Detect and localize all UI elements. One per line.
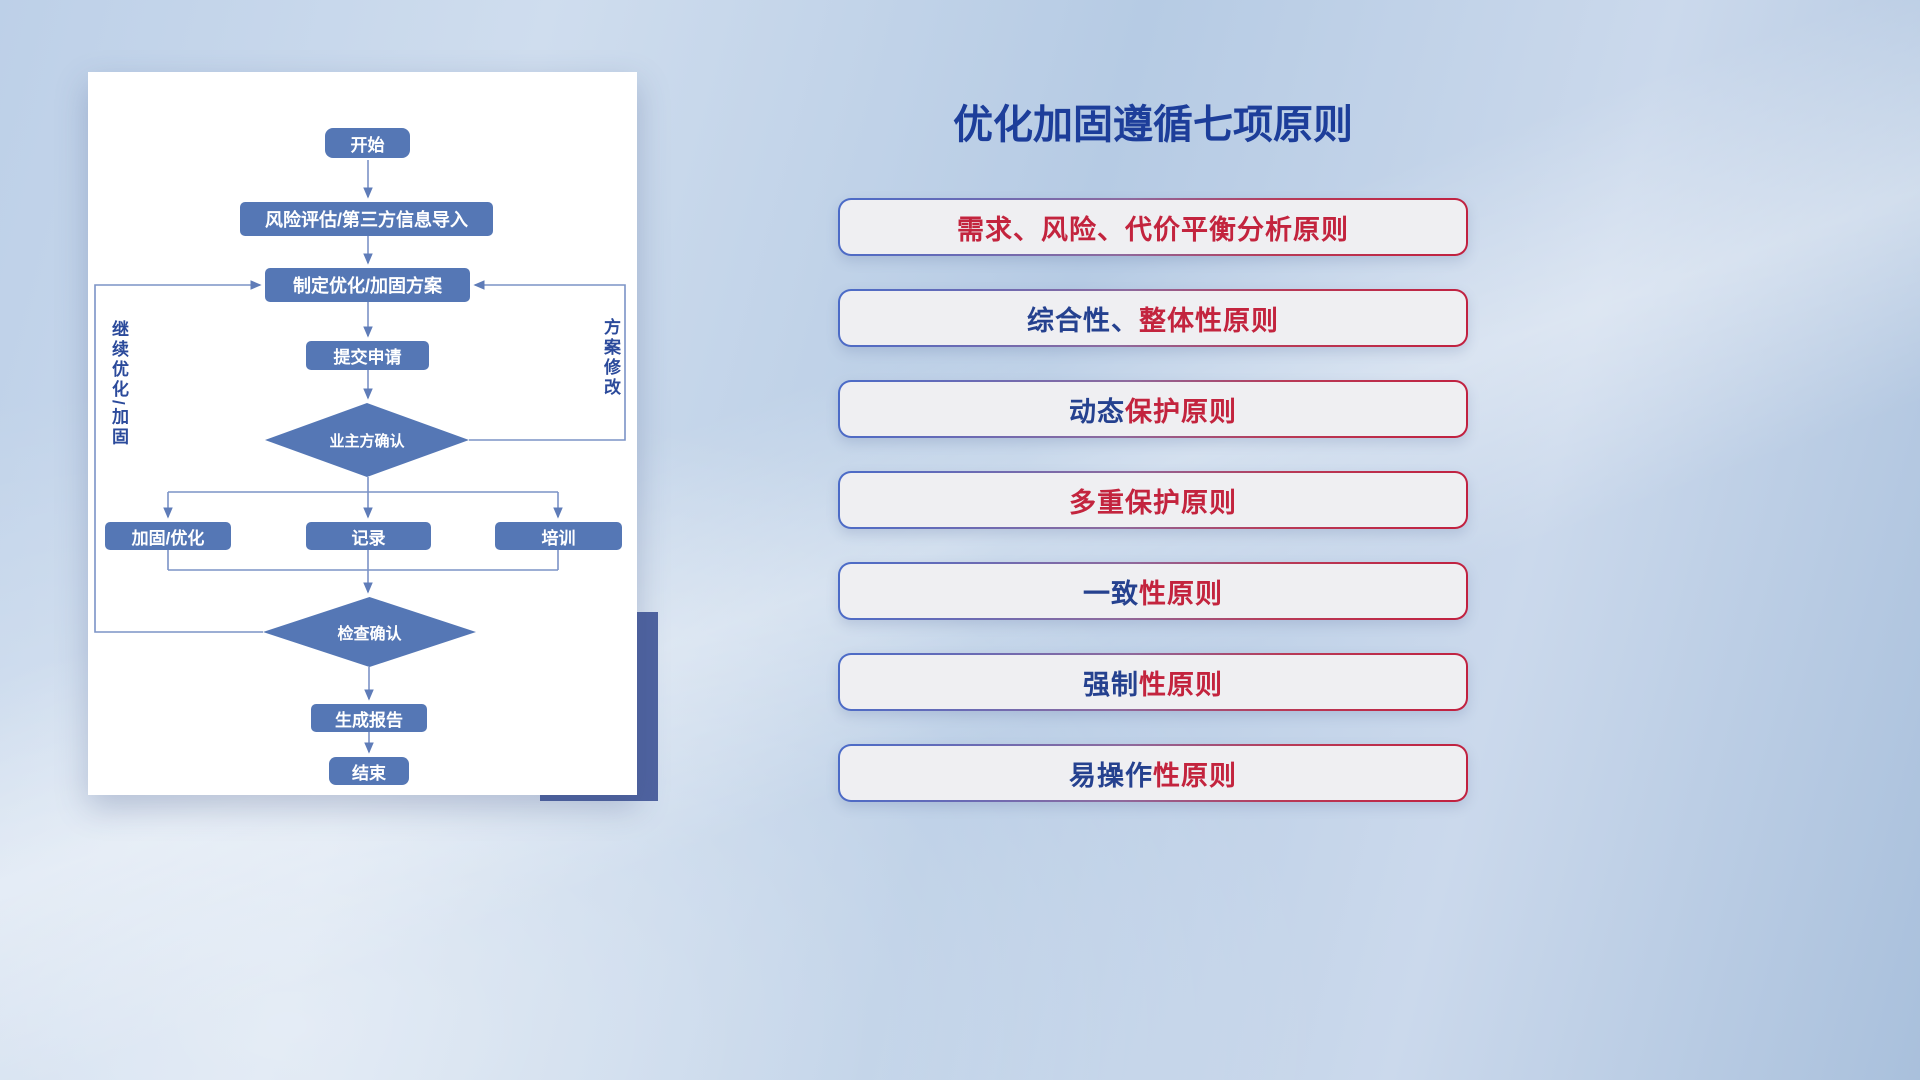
principle-text-navy: 一致 [1083, 578, 1139, 609]
principle-text-red: 性原则 [1153, 760, 1237, 791]
flow-node-training: 培训 [495, 522, 622, 550]
principle-label: 综合性、整体性原则 [840, 291, 1466, 345]
flow-node-record: 记录 [306, 522, 431, 550]
flow-node-make-plan: 制定优化/加固方案 [265, 268, 470, 302]
principle-item-1: 需求、风险、代价平衡分析原则 [838, 198, 1468, 256]
principle-text-navy: 动态 [1069, 396, 1125, 427]
principle-label: 动态保护原则 [840, 382, 1466, 436]
principle-label: 易操作性原则 [840, 746, 1466, 800]
principle-label: 一致性原则 [840, 564, 1466, 618]
principle-item-7: 易操作性原则 [838, 744, 1468, 802]
flow-loop-label-modify: 方案修改 [601, 318, 620, 398]
principle-item-2: 综合性、整体性原则 [838, 289, 1468, 347]
principle-text-red: 性原则 [1139, 669, 1223, 700]
principle-item-4: 多重保护原则 [838, 471, 1468, 529]
flow-node-report: 生成报告 [311, 704, 427, 732]
flowchart-connectors [94, 160, 626, 754]
principle-item-6: 强制性原则 [838, 653, 1468, 711]
flow-node-start: 开始 [325, 128, 410, 158]
flow-node-risk-import: 风险评估/第三方信息导入 [240, 202, 493, 236]
principle-text-navy: 易操作 [1069, 760, 1153, 791]
principle-text-red: 多重保护原则 [1069, 487, 1237, 518]
flowchart-card: 开始 风险评估/第三方信息导入 制定优化/加固方案 提交申请 业主方确认 加固/… [88, 72, 637, 795]
flow-loop-label-continue: 继续优化/加固 [109, 320, 128, 448]
principle-item-5: 一致性原则 [838, 562, 1468, 620]
principle-text-navy: 强制 [1083, 669, 1139, 700]
principle-text-red: 性原则 [1139, 578, 1223, 609]
principles-panel: 需求、风险、代价平衡分析原则 综合性、整体性原则 动态保护原则 多重保护原则 一… [838, 198, 1468, 802]
principle-text-red: 整体性原则 [1139, 305, 1279, 336]
principle-text-red: 需求、风险、代价平衡分析原则 [957, 214, 1349, 245]
page-title: 优化加固遵循七项原则 [953, 103, 1353, 147]
flow-node-reinforce: 加固/优化 [105, 522, 231, 550]
principle-item-3: 动态保护原则 [838, 380, 1468, 438]
flow-node-end: 结束 [329, 757, 409, 785]
principle-label: 多重保护原则 [840, 473, 1466, 527]
principle-text-red: 保护原则 [1125, 396, 1237, 427]
principle-label: 强制性原则 [840, 655, 1466, 709]
flow-node-submit: 提交申请 [306, 341, 429, 370]
principle-text-navy: 综合性、 [1027, 305, 1139, 336]
principle-label: 需求、风险、代价平衡分析原则 [840, 200, 1466, 254]
